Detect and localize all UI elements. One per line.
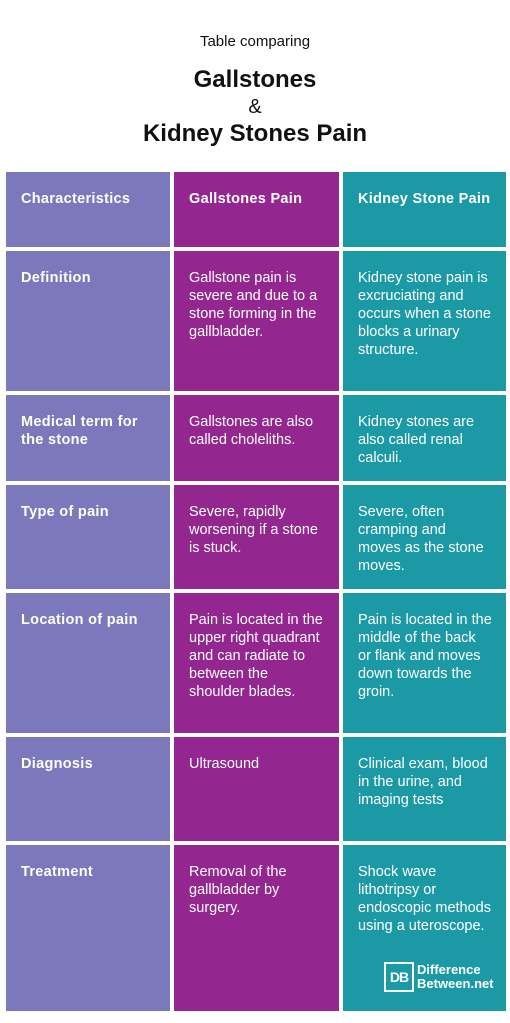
page-header: Table comparing Gallstones & Kidney Ston… (0, 0, 510, 172)
row-label: Location of pain (6, 593, 170, 733)
logo-line1: Difference (417, 962, 481, 977)
table-row-medical-term: Medical term for the stone Gallstones ar… (6, 395, 506, 481)
row-label: Definition (6, 251, 170, 391)
db-logo-mark: DB (384, 962, 414, 992)
kidney-cell: Severe, often cramping and moves as the … (343, 485, 506, 589)
column-header-kidney: Kidney Stone Pain (343, 172, 506, 247)
row-label: Medical term for the stone (6, 395, 170, 481)
column-header-gallstones: Gallstones Pain (174, 172, 339, 247)
page-title-ampersand: & (248, 96, 262, 118)
table-row-location-of-pain: Location of pain Pain is located in the … (6, 593, 506, 733)
logo-line2: Between.net (417, 976, 494, 991)
column-header-characteristics: Characteristics (6, 172, 170, 247)
page-subtitle: Table comparing (199, 33, 311, 50)
page-title-line3: Kidney Stones Pain (142, 120, 368, 147)
kidney-cell: Pain is located in the middle of the bac… (343, 593, 506, 733)
page-title-line1: Gallstones (193, 66, 317, 93)
kidney-cell: Clinical exam, blood in the urine, and i… (343, 737, 506, 841)
row-label: Treatment (6, 845, 170, 1011)
row-label: Diagnosis (6, 737, 170, 841)
gallstones-cell: Gallstone pain is severe and due to a st… (174, 251, 339, 391)
kidney-cell: Kidney stone pain is excruciating and oc… (343, 251, 506, 391)
table-row-definition: Definition Gallstone pain is severe and … (6, 251, 506, 391)
comparison-table: Characteristics Gallstones Pain Kidney S… (6, 172, 506, 1011)
logo-wordmark: Difference Between.net (417, 963, 494, 991)
gallstones-cell: Severe, rapidly worsening if a stone is … (174, 485, 339, 589)
gallstones-cell: Removal of the gallbladder by surgery. (174, 845, 339, 1011)
kidney-cell: Kidney stones are also called renal calc… (343, 395, 506, 481)
table-row-type-of-pain: Type of pain Severe, rapidly worsening i… (6, 485, 506, 589)
table-row-diagnosis: Diagnosis Ultrasound Clinical exam, bloo… (6, 737, 506, 841)
kidney-cell: Shock wave lithotripsy or endoscopic met… (343, 845, 506, 1011)
gallstones-cell: Pain is located in the upper right quadr… (174, 593, 339, 733)
gallstones-cell: Ultrasound (174, 737, 339, 841)
gallstones-cell: Gallstones are also called choleliths. (174, 395, 339, 481)
differencebetween-logo: DB Difference Between.net (384, 962, 494, 992)
table-row-treatment: Treatment Removal of the gallbladder by … (6, 845, 506, 1011)
row-label: Type of pain (6, 485, 170, 589)
table-header-row: Characteristics Gallstones Pain Kidney S… (6, 172, 506, 247)
